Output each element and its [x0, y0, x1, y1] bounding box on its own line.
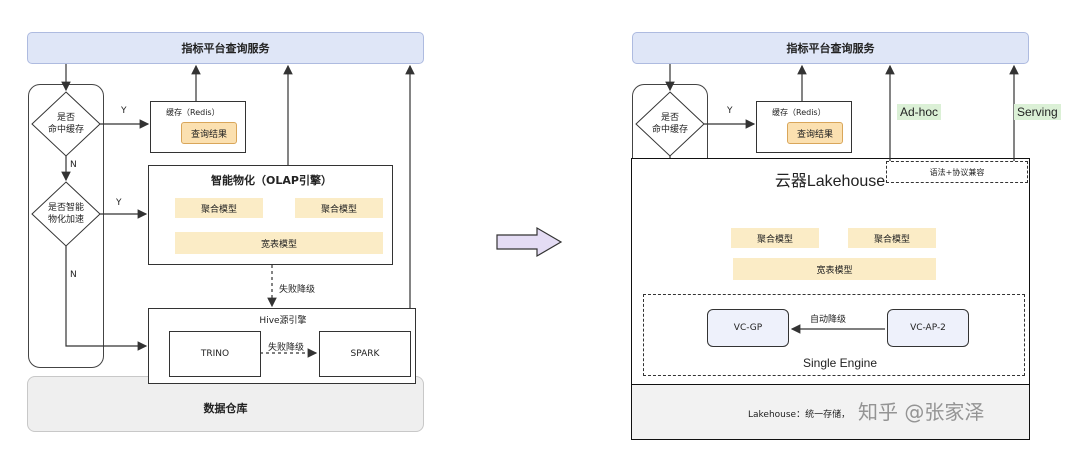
right-serving-label: Serving [1014, 104, 1061, 120]
left-agg-model-2: 聚合模型 [295, 198, 383, 218]
left-spark-box: SPARK [319, 331, 411, 377]
right-compat-label: 语法+协议兼容 [929, 167, 985, 177]
left-y-label-2: Y [116, 198, 122, 208]
left-n-label-2: N [70, 270, 77, 280]
right-y-label: Y [727, 106, 733, 116]
right-storage-strip [631, 384, 1030, 440]
left-cache-result: 查询结果 [181, 122, 237, 144]
left-y-label-1: Y [121, 106, 127, 116]
right-adhoc-label: Ad-hoc [897, 104, 942, 120]
left-data-warehouse-label: 数据仓库 [203, 402, 248, 415]
left-hive-title: Hive源引擎 [259, 316, 307, 326]
right-query-service-bar: 指标平台查询服务 [632, 32, 1029, 64]
right-lakehouse-title: 云器Lakehouse [774, 173, 886, 190]
left-olap-box: 智能物化（OLAP引擎） 聚合模型 聚合模型 宽表模型 [148, 165, 393, 265]
right-query-service-label: 指标平台查询服务 [786, 42, 875, 55]
left-decision2-label: 是否智能 物化加速 [47, 203, 84, 225]
right-cache-result: 查询结果 [787, 122, 843, 144]
right-compat-box: 语法+协议兼容 [886, 161, 1028, 183]
left-trino-spark-fallback-label: 失败降级 [268, 343, 305, 353]
left-olap-title: 智能物化（OLAP引擎） [211, 174, 332, 187]
right-single-engine-box [643, 294, 1025, 376]
right-auto-fallback-label: 自动降级 [810, 315, 847, 325]
left-query-service-label: 指标平台查询服务 [181, 42, 270, 55]
watermark: 知乎 @张家泽 [858, 400, 985, 424]
left-trino-box: TRINO [169, 331, 261, 377]
left-agg-model-1: 聚合模型 [175, 198, 263, 218]
left-data-warehouse: 数据仓库 [27, 376, 424, 432]
right-decision1-label: 是否 命中缓存 [651, 113, 688, 135]
transition-arrow-icon [496, 226, 563, 258]
right-agg-model-2: 聚合模型 [848, 228, 936, 248]
right-single-engine-label: Single Engine [802, 356, 878, 370]
left-connectors [31, 64, 415, 358]
right-vcap-box: VC-AP-2 [887, 309, 969, 347]
left-n-label-1: N [70, 160, 77, 170]
right-connectors [635, 64, 1019, 334]
left-cache-box: 缓存（Redis） 查询结果 [150, 101, 246, 153]
left-fallback-label: 失败降级 [279, 285, 316, 295]
right-storage-label: Lakehouse：统一存储， [748, 410, 851, 420]
right-cache-title: 缓存（Redis） [772, 108, 826, 117]
left-query-service-bar: 指标平台查询服务 [27, 32, 424, 64]
right-wide-model: 宽表模型 [733, 258, 936, 280]
right-agg-model-1: 聚合模型 [731, 228, 819, 248]
left-wide-model: 宽表模型 [175, 232, 383, 254]
right-vcgp-box: VC-GP [707, 309, 789, 347]
right-cache-box: 缓存（Redis） 查询结果 [756, 101, 852, 153]
left-cache-title: 缓存（Redis） [166, 108, 220, 117]
left-decision1-label: 是否 命中缓存 [47, 113, 84, 135]
left-hive-box: Hive源引擎 TRINO SPARK [148, 308, 416, 384]
